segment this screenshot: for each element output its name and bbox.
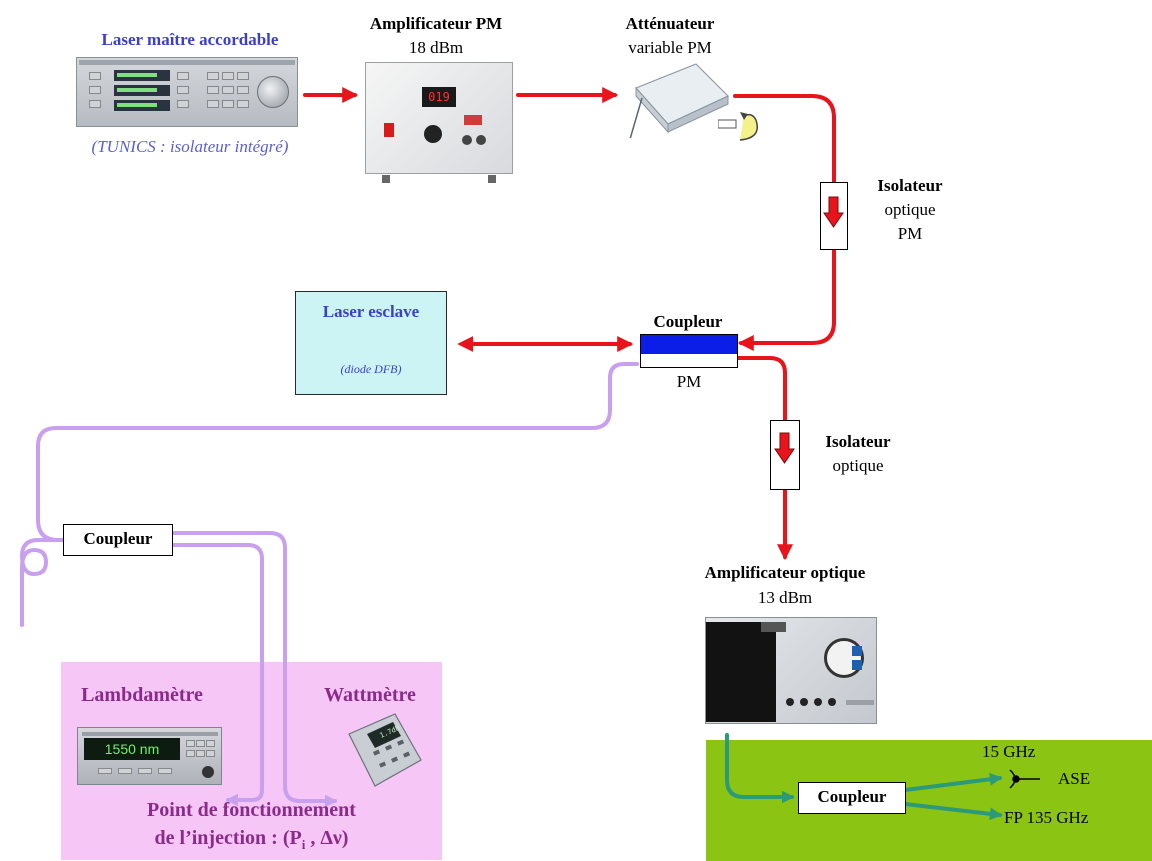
pm-coupler-title: Coupleur: [653, 312, 723, 331]
fp-label: FP 135 GHz: [1004, 808, 1089, 827]
isolator-pm-line3: PM: [897, 224, 923, 243]
pm-amp-display: 019: [428, 90, 450, 104]
output-panel: [706, 740, 1152, 861]
isolator-pm-symbol: [820, 182, 848, 250]
attenuator-knob-arrow-icon: [717, 110, 762, 144]
link-isolator-to-coupler: [737, 248, 836, 351]
down-arrow-icon: [774, 432, 795, 464]
operating-point-suffix: , Δν): [305, 827, 349, 849]
lambdametre-device: 1550 nm: [77, 727, 222, 785]
left-coupler-box: [63, 524, 173, 556]
pm-amp-device: 019: [365, 62, 513, 183]
attenuator-device: [627, 60, 733, 147]
isolator-title: Isolateur: [825, 432, 891, 451]
master-laser-note: (TUNICS : isolateur intégré): [91, 137, 289, 156]
optical-amp-device: [705, 617, 877, 724]
pm-coupler-symbol: [640, 334, 738, 368]
link-amp-to-out-coupler: [725, 733, 795, 804]
pm-amp-title: Amplificateur PM: [369, 14, 503, 33]
slave-laser-title: Laser esclave: [322, 302, 420, 321]
link-coupler-to-left-coupler: [36, 362, 639, 542]
left-coupler-label: Coupleur: [83, 529, 153, 548]
optical-amp-power: 13 dBm: [757, 588, 813, 607]
down-arrow-icon: [823, 196, 844, 228]
pm-amp-power: 18 dBm: [408, 38, 464, 57]
output-coupler-label: Coupleur: [817, 787, 887, 806]
wattmetre-device: 1.7dB: [337, 712, 427, 790]
isolator-pm-line2: optique: [884, 200, 936, 219]
link-to-fp: [903, 802, 1003, 821]
slave-laser-box: [295, 291, 447, 395]
attenuator-subtitle: variable PM: [628, 38, 712, 57]
pm-coupler-label: PM: [676, 372, 702, 391]
isolator-symbol: [770, 420, 800, 490]
isolator-pm-title: Isolateur: [877, 176, 943, 195]
lambdametre-title: Lambdamètre: [81, 684, 203, 706]
ase-detector: [1009, 769, 1040, 789]
fiber-loop: [20, 538, 65, 627]
operating-point-line1: Point de fonctionnement: [147, 799, 356, 821]
link-to-lambdametre: [170, 543, 264, 807]
master-laser-title: Laser maître accordable: [101, 30, 279, 49]
link-attenuator-to-isolator: [733, 94, 836, 184]
link-coupler-to-isolator2: [736, 356, 787, 422]
output-coupler-box: [798, 782, 906, 814]
operating-point-prefix: de l’injection : (P: [154, 827, 302, 849]
link-to-ase: [903, 772, 1003, 792]
output-freq-label: 15 GHz: [982, 742, 1036, 761]
link-to-wattmetre: [170, 531, 338, 808]
isolator-line2: optique: [832, 456, 884, 475]
optical-amp-title: Amplificateur optique: [704, 563, 866, 582]
operating-point-line2: de l’injection : (Pi , Δν): [61, 827, 442, 853]
slave-laser-sub: (diode DFB): [340, 362, 402, 376]
operating-point-subscript: i: [301, 837, 306, 852]
attenuator-title: Atténuateur: [625, 14, 715, 33]
ase-label: ASE: [1058, 769, 1091, 788]
wattmetre-title: Wattmètre: [324, 684, 416, 706]
lambdametre-reading: 1550 nm: [104, 741, 160, 757]
master-laser-device: [76, 57, 298, 127]
